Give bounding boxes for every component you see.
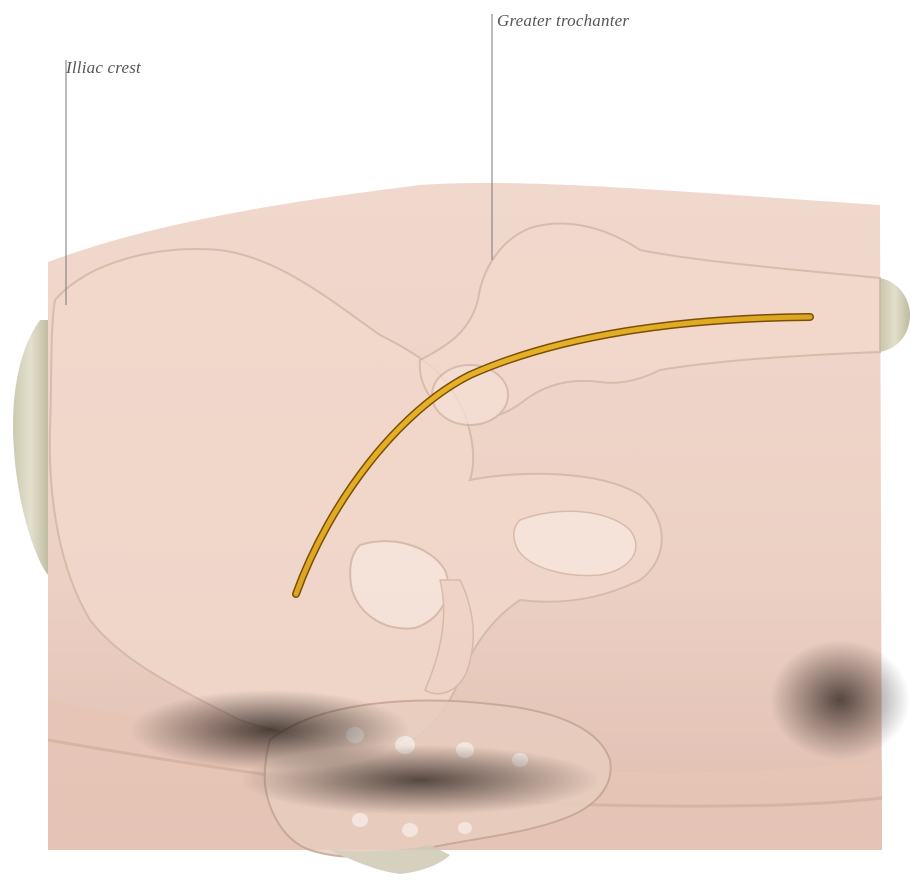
shadow-right	[770, 640, 910, 760]
femoral-shaft-end	[880, 278, 910, 352]
shadow-lower-mid	[240, 745, 600, 815]
left-hip-cap	[13, 320, 48, 575]
greater-trochanter-label: Greater trochanter	[497, 11, 629, 31]
iliac-crest-label: Illiac crest	[66, 58, 141, 78]
